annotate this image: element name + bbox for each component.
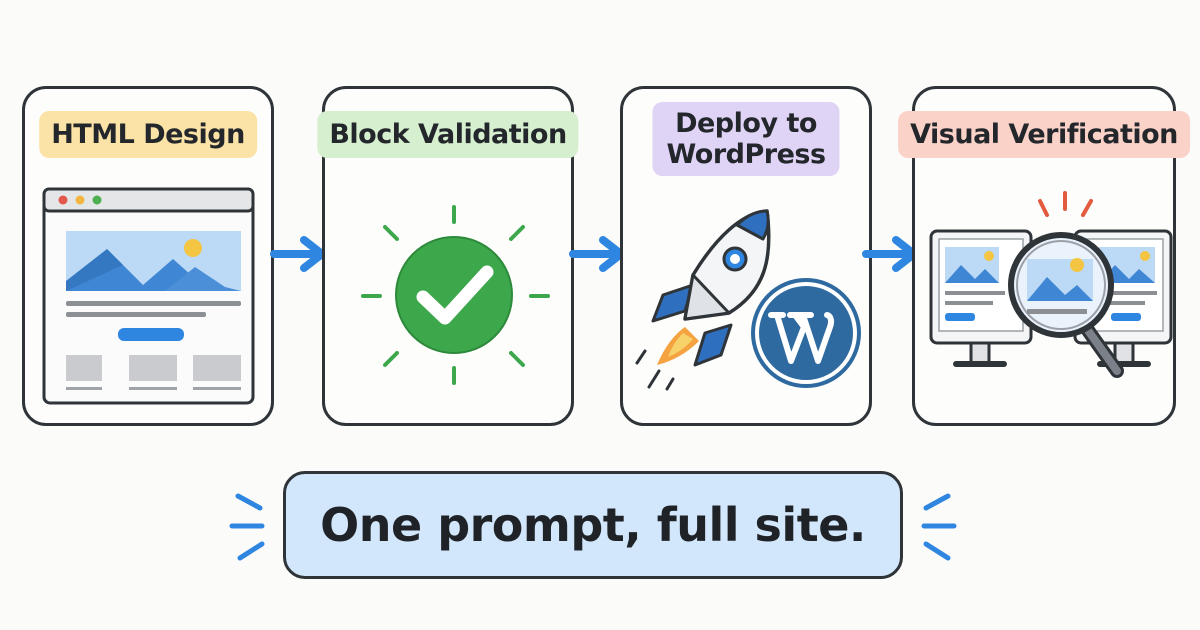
step-title: HTML Design — [39, 111, 257, 159]
step-card-visual-verification: Visual Verification — [898, 86, 1190, 426]
rocket-icon — [635, 209, 771, 391]
magnifier-icon — [1008, 232, 1124, 378]
step-card-deploy-wordpress: Deploy to WordPress — [620, 86, 872, 426]
step-title: Block Validation — [317, 111, 579, 159]
tagline-banner: One prompt, full site. — [283, 471, 903, 579]
step-card-block-validation: Block Validation — [317, 86, 579, 426]
step-title-line: WordPress — [666, 139, 826, 171]
arrow-right-icon — [270, 236, 326, 272]
alert-rays — [1038, 191, 1093, 217]
step-title: Visual Verification — [898, 111, 1190, 159]
wordpress-logo-icon — [751, 278, 861, 388]
tagline-text: One prompt, full site. — [320, 498, 866, 552]
accent-dashes-right — [921, 493, 957, 561]
step-title: Deploy to WordPress — [652, 102, 840, 177]
step-card-html-design: HTML Design — [22, 86, 274, 426]
accent-dashes-left — [229, 493, 265, 561]
checkmark-badge-icon — [361, 205, 550, 385]
step-title-line: Deploy to — [675, 108, 817, 139]
browser-window-icon — [42, 187, 255, 405]
